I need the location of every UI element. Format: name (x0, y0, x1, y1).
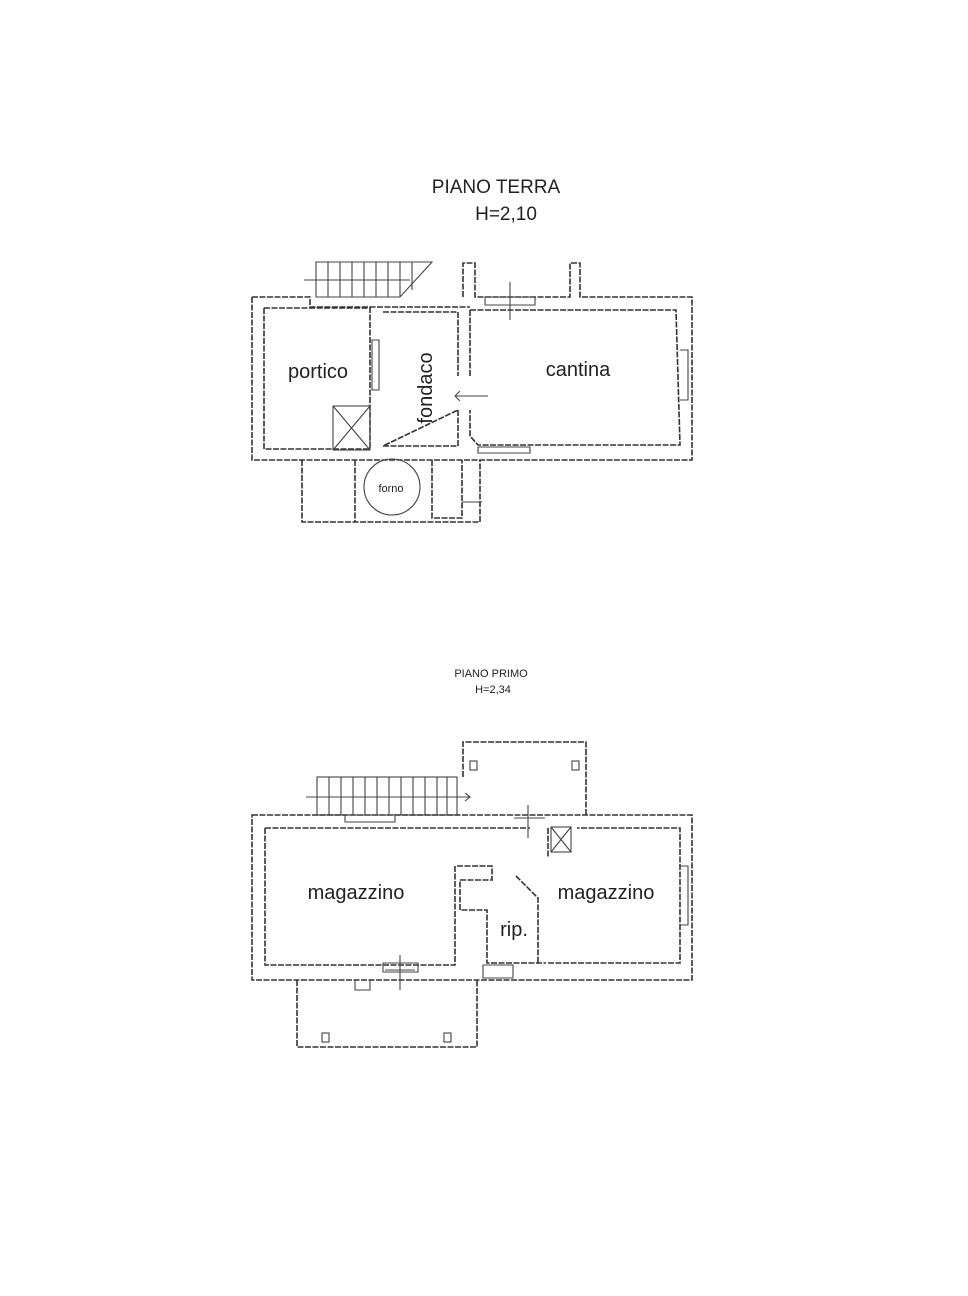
stair (306, 776, 471, 816)
room-label-magazzino-left: magazzino (308, 882, 405, 904)
room-label-portico: portico (288, 361, 348, 383)
first-floor-title: PIANO PRIMO (454, 668, 528, 680)
room-label-magazzino-right: magazzino (558, 882, 655, 904)
forno-oven (363, 458, 421, 516)
shaft-icon (550, 826, 572, 853)
room-label-rip: rip. (500, 919, 528, 941)
ground-floor-height: H=2,10 (475, 204, 537, 225)
ground-floor-plan: PIANO TERRA H=2,10 portico fondaco canti… (251, 177, 693, 523)
room-label-fondaco: fondaco (415, 352, 437, 423)
room-label-cantina: cantina (546, 359, 611, 381)
shaft-icon (332, 405, 371, 451)
room-label-forno: forno (378, 483, 403, 495)
stair (304, 261, 434, 298)
first-floor-height: H=2,34 (475, 684, 511, 696)
first-floor-plan: PIANO PRIMO H=2,34 magazzino magazzino r… (251, 668, 693, 1048)
ground-floor-title: PIANO TERRA (432, 177, 561, 198)
